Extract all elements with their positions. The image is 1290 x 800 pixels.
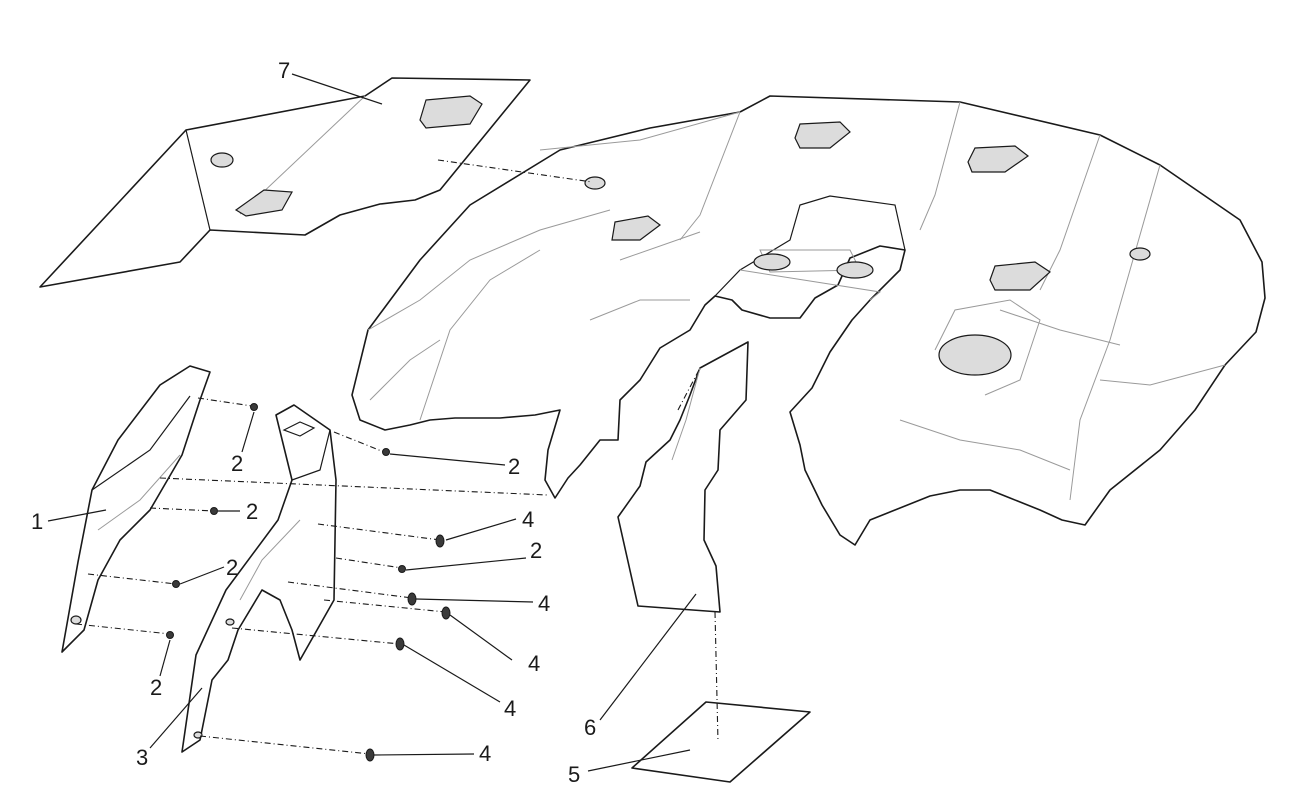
screw-icon <box>166 631 174 639</box>
push-clip-icon <box>441 606 451 620</box>
screw-icon <box>210 507 218 515</box>
callout-3: 3 <box>136 745 148 770</box>
callout-2: 2 <box>530 538 542 563</box>
callout-5: 5 <box>568 762 580 787</box>
callout-4: 4 <box>479 741 491 766</box>
callout-4: 4 <box>528 651 540 676</box>
part-6-heat-shield <box>617 341 749 613</box>
push-clip-icon <box>395 637 405 651</box>
callout-2: 2 <box>150 675 162 700</box>
push-clip-icon <box>407 592 417 606</box>
screw-icon <box>382 448 390 456</box>
screw-icon <box>398 565 406 573</box>
callout-7: 7 <box>278 58 290 83</box>
push-clip-icon <box>365 748 375 762</box>
push-clip-icon <box>435 534 445 548</box>
callout-2: 2 <box>246 499 258 524</box>
part-1-left-bracket <box>61 365 211 653</box>
leader-lines <box>47 73 697 772</box>
assembly-lines <box>75 159 719 755</box>
callout-2: 2 <box>226 555 238 580</box>
callout-4: 4 <box>538 591 550 616</box>
callout-2: 2 <box>231 451 243 476</box>
part-7-top-panel <box>39 77 531 288</box>
screw-icon <box>250 403 258 411</box>
callout-4: 4 <box>504 696 516 721</box>
part-5-flat-pad <box>631 701 811 783</box>
callout-6: 6 <box>584 715 596 740</box>
screw-icon <box>172 580 180 588</box>
callout-labels: 7 1 2 2 2 2 2 2 4 4 4 4 4 3 6 5 <box>31 58 596 787</box>
callout-2: 2 <box>508 454 520 479</box>
fasteners <box>166 403 451 762</box>
callout-4: 4 <box>522 507 534 532</box>
part-3-mud-guard <box>181 404 337 753</box>
callout-1: 1 <box>31 509 43 534</box>
rear-fender-body <box>351 95 1266 546</box>
